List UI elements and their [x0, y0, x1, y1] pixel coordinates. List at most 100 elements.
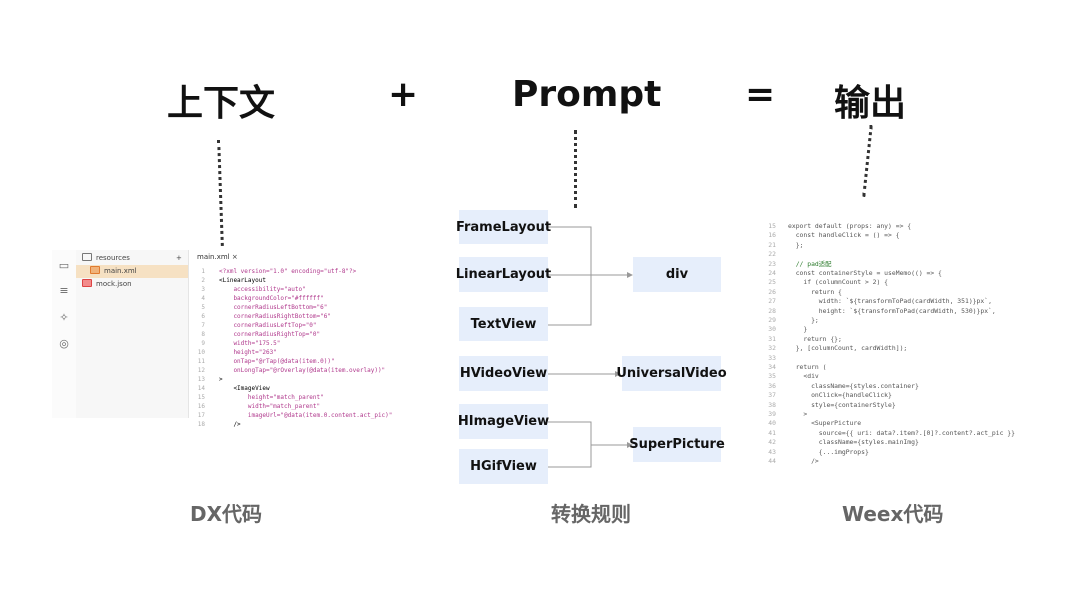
code-line: 30 }: [762, 325, 807, 334]
code-line: 31 return {};: [762, 335, 842, 344]
line-number: 39: [768, 410, 776, 418]
line-number: 10: [197, 349, 205, 356]
leader-line-output: [862, 125, 873, 197]
code-line: 3 accessibility="auto": [189, 285, 306, 294]
code-text: };: [788, 316, 819, 324]
code-text: const handleClick = () => {: [788, 231, 900, 240]
rule-target-superpicture: SuperPicture: [629, 427, 725, 462]
code-line: 9 width="175.5": [189, 339, 280, 348]
code-text: export default (props: any) => {: [788, 222, 912, 230]
rule-source-textview: TextView: [459, 307, 548, 341]
code-editor[interactable]: main.xml × 1<?xml version="1.0" encoding…: [189, 250, 408, 428]
heading-context: 上下文: [167, 83, 276, 124]
code-text: height="263": [219, 349, 277, 356]
line-number: 34: [768, 363, 776, 371]
target-icon[interactable]: ◎: [59, 337, 69, 350]
code-line: 16 const handleClick = () => {: [762, 231, 900, 240]
caption-weex-code: Weex代码: [842, 502, 944, 526]
tab-main-xml[interactable]: main.xml ×: [197, 253, 238, 261]
code-line: 12 onLongTap="@rOverlay(@data(item.overl…: [189, 366, 385, 375]
caption-dx-code: DX代码: [190, 502, 263, 526]
code-line: 18 />: [189, 420, 241, 429]
line-number: 15: [768, 222, 776, 230]
heading-prompt: Prompt: [512, 74, 662, 115]
code-text: className={styles.container}: [788, 381, 919, 390]
code-line: 41 source={{ uri: data?.item?.[0]?.conte…: [762, 429, 1015, 438]
code-line: 6 cornerRadiusRightBottom="6": [189, 312, 331, 321]
rule-connectors: [548, 226, 633, 468]
code-text: accessibility="auto": [219, 286, 306, 293]
code-line: 15 export default (props: any) => {: [762, 222, 911, 231]
add-file-button[interactable]: +: [176, 254, 182, 262]
code-text: onClick={handleClick}: [788, 391, 892, 400]
code-line: 22: [762, 250, 788, 259]
code-text: };: [788, 240, 804, 249]
code-line: 21 };: [762, 241, 803, 250]
line-number: 33: [768, 353, 776, 362]
line-number: 23: [768, 259, 776, 268]
code-line: 44 />: [762, 457, 818, 466]
code-text: onTap="@rTap(@data(item.0))": [219, 358, 335, 365]
line-number: 43: [768, 447, 776, 456]
tree-file-label: mock.json: [96, 280, 132, 288]
code-line: 8 cornerRadiusRightTop="0": [189, 330, 320, 339]
line-number: 31: [768, 334, 776, 343]
folder-icon: [82, 253, 92, 261]
code-line: 26 return {: [762, 288, 842, 297]
plus-sign: +: [388, 74, 419, 115]
code-text: onLongTap="@rOverlay(@data(item.overlay)…: [219, 367, 386, 374]
code-line: 35 <div: [762, 372, 818, 381]
code-text: className={styles.mainImg}: [788, 438, 919, 447]
rule-source-hvideoview: HVideoView: [459, 356, 548, 391]
code-text: width: `${transformToPad(cardWidth, 351)…: [788, 297, 992, 306]
code-line: 15 height="match_parent": [189, 393, 324, 402]
code-line: 11 onTap="@rTap(@data(item.0))": [189, 357, 335, 366]
line-number: 8: [201, 331, 205, 338]
folder-icon[interactable]: ▭: [58, 259, 70, 272]
rule-target-universalvideo: UniversalVideo: [616, 356, 727, 391]
line-number: 5: [201, 304, 205, 311]
code-text: <ImageView: [219, 385, 270, 392]
line-number: 11: [197, 358, 205, 365]
connector-layout-group: [548, 226, 592, 326]
code-line: 34 return (: [762, 363, 826, 372]
code-text: <?xml version="1.0" encoding="utf-8"?>: [219, 268, 357, 275]
puzzle-icon[interactable]: ✧: [59, 311, 69, 324]
code-text: style={containerStyle}: [788, 400, 896, 409]
tree-file-label: main.xml: [104, 267, 137, 275]
tree-file-main-xml[interactable]: main.xml: [76, 265, 188, 278]
code-line: 27 width: `${transformToPad(cardWidth, 3…: [762, 297, 992, 306]
code-text: <LinearLayout: [219, 277, 266, 284]
line-number: 22: [768, 250, 776, 259]
rule-source-framelayout: FrameLayout: [456, 210, 551, 244]
code-text: return (: [788, 363, 827, 371]
code-line: 29 };: [762, 316, 819, 325]
code-text: return {: [788, 287, 842, 296]
line-number: 26: [768, 287, 776, 296]
code-line: 42 className={styles.mainImg}: [762, 438, 919, 447]
code-line: 4 backgroundColor="#ffffff": [189, 294, 323, 303]
activity-rail: ▭ ≡ ✧ ◎: [52, 250, 76, 418]
code-text: width="175.5": [219, 340, 281, 347]
line-number: 36: [768, 381, 776, 390]
code-line: 23 // pad适配: [762, 259, 832, 269]
connector-image-group: [548, 421, 592, 468]
sliders-icon[interactable]: ≡: [59, 284, 69, 297]
code-text: const containerStyle = useMemo(() => {: [788, 269, 942, 277]
line-number: 18: [197, 421, 205, 428]
caption-rules: 转换规则: [551, 502, 631, 526]
tree-file-mock-json[interactable]: mock.json: [82, 278, 132, 291]
code-text: // pad适配: [788, 259, 832, 268]
code-line: 37 onClick={handleClick}: [762, 391, 892, 400]
file-tree: resources + main.xml mock.json: [76, 250, 189, 418]
tree-folder-resources[interactable]: resources: [82, 252, 130, 265]
line-number: 3: [201, 286, 205, 293]
weex-code-panel: 15 export default (props: any) => {16 con…: [762, 222, 1028, 470]
code-text: >: [219, 376, 223, 383]
code-line: 33: [762, 354, 788, 363]
code-line: 2<LinearLayout: [189, 276, 266, 285]
code-line: 32 }, [columnCount, cardWidth]);: [762, 344, 907, 353]
code-line: 40 <SuperPicture: [762, 419, 861, 428]
line-number: 28: [768, 306, 776, 315]
leader-line-prompt: [574, 130, 577, 208]
